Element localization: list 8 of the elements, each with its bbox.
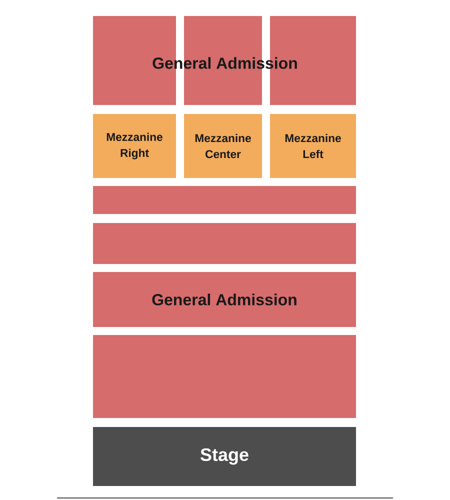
stage-block: Stage (93, 427, 356, 486)
seating-section: Mezzanine Left (270, 114, 356, 178)
seating-section (93, 335, 356, 418)
seating-section (93, 223, 356, 264)
seating-section: Mezzanine Center (184, 114, 262, 178)
seating-section: Mezzanine Right (93, 114, 176, 178)
seating-section (93, 186, 356, 214)
seating-section: General Admission (93, 272, 356, 327)
